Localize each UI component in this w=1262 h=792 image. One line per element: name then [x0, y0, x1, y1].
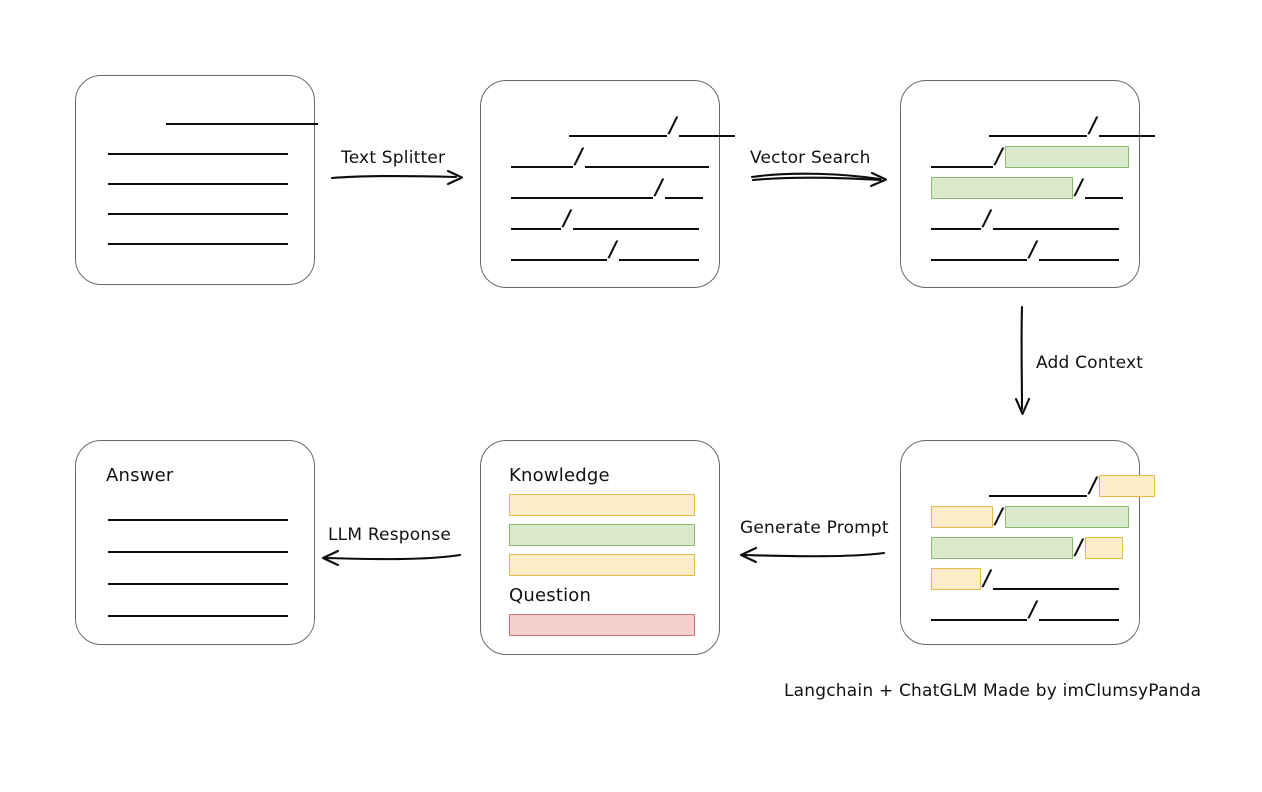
chunk-segment	[1038, 259, 1119, 261]
chunk-segment	[664, 197, 703, 199]
prompt-bar-green[interactable]	[509, 524, 695, 546]
chunk-separator-slash: /	[983, 204, 991, 230]
chunk-segment	[931, 259, 1027, 261]
prompt-bar-yellow[interactable]	[509, 554, 695, 576]
llm-response-label: LLM Response	[328, 525, 452, 545]
chunk-segment-highlight-green[interactable]	[1004, 506, 1129, 528]
chunk-segment	[1084, 197, 1123, 199]
chunk-separator-slash: /	[669, 111, 677, 137]
text-line	[166, 123, 318, 125]
chunk-segment	[989, 495, 1087, 497]
chunk-row: /	[569, 113, 735, 139]
chunk-segment-highlight-yellow[interactable]	[931, 506, 993, 528]
chunk-row: /	[931, 237, 1119, 263]
answer-title: Answer	[106, 465, 174, 486]
chunk-segment	[511, 197, 653, 199]
chunk-segment-highlight-yellow[interactable]	[931, 568, 981, 590]
chunk-segment	[931, 166, 993, 168]
chunk-segment	[989, 135, 1087, 137]
generate-prompt-arrow	[739, 546, 886, 564]
chunk-separator-slash: /	[1089, 471, 1097, 497]
chunk-segment	[1098, 135, 1155, 137]
text-line	[108, 243, 288, 245]
chunk-segment	[572, 228, 699, 230]
chunk-row: /	[511, 144, 709, 170]
chunk-segment	[511, 259, 607, 261]
add-context-label: Add Context	[1036, 353, 1144, 373]
chunk-row: /	[931, 206, 1119, 232]
chunk-separator-slash: /	[1075, 533, 1083, 559]
chunk-separator-slash: /	[1029, 235, 1037, 261]
prompt-bar-red[interactable]	[509, 614, 695, 636]
vector-search-arrow	[750, 171, 888, 188]
chunk-segment	[931, 228, 981, 230]
chunk-row: /	[511, 237, 699, 263]
source-document-box[interactable]	[75, 75, 318, 285]
chunk-segment	[569, 135, 667, 137]
chunk-separator-slash: /	[655, 173, 663, 199]
chunk-row: /	[931, 566, 1119, 592]
chunk-separator-slash: /	[995, 502, 1003, 528]
chunk-separator-slash: /	[609, 235, 617, 261]
chunk-separator-slash: /	[1075, 173, 1083, 199]
text-line	[108, 583, 288, 585]
chunk-row: /	[989, 113, 1155, 139]
vector-matches-box[interactable]: / / / / /	[900, 80, 1155, 288]
prompt-bar-yellow[interactable]	[509, 494, 695, 516]
vector-search-label: Vector Search	[750, 148, 871, 168]
chunk-row: /	[511, 206, 699, 232]
chunk-segment	[931, 619, 1027, 621]
chunk-separator-slash: /	[1029, 595, 1037, 621]
chunk-segment	[511, 228, 561, 230]
text-line	[108, 519, 288, 521]
text-line	[108, 615, 288, 617]
text-line	[108, 213, 288, 215]
context-added-box[interactable]: / / / / /	[900, 440, 1155, 645]
question-title: Question	[509, 585, 592, 606]
chunk-segment-highlight-green[interactable]	[931, 177, 1073, 199]
chunk-separator-slash: /	[563, 204, 571, 230]
chunk-separator-slash: /	[983, 564, 991, 590]
knowledge-title: Knowledge	[509, 465, 610, 486]
chunk-segment	[992, 228, 1119, 230]
split-chunks-box[interactable]: / / / / /	[480, 80, 735, 288]
chunk-segment	[584, 166, 709, 168]
chunk-row: /	[511, 175, 703, 201]
chunk-separator-slash: /	[575, 142, 583, 168]
text-splitter-label: Text Splitter	[341, 148, 446, 168]
chunk-segment	[1038, 619, 1119, 621]
text-splitter-arrow	[330, 169, 464, 186]
answer-box[interactable]: Answer	[75, 440, 315, 645]
chunk-segment-highlight-yellow[interactable]	[1098, 475, 1155, 497]
chunk-segment-highlight-yellow[interactable]	[1084, 537, 1123, 559]
prompt-box[interactable]: Knowledge Question	[480, 440, 720, 655]
chunk-segment	[678, 135, 735, 137]
chunk-row: /	[931, 175, 1123, 201]
text-line	[108, 183, 288, 185]
diagram-caption: Langchain + ChatGLM Made by imClumsyPand…	[784, 681, 1202, 701]
chunk-segment-highlight-green[interactable]	[931, 537, 1073, 559]
llm-response-arrow	[321, 549, 462, 567]
chunk-row: /	[989, 473, 1155, 499]
chunk-row: /	[931, 144, 1129, 170]
text-line	[108, 551, 288, 553]
chunk-separator-slash: /	[1089, 111, 1097, 137]
chunk-separator-slash: /	[995, 142, 1003, 168]
generate-prompt-label: Generate Prompt	[740, 518, 889, 538]
chunk-segment	[511, 166, 573, 168]
chunk-row: /	[931, 535, 1123, 561]
chunk-row: /	[931, 597, 1119, 623]
add-context-arrow	[1014, 305, 1031, 416]
chunk-segment-highlight-green[interactable]	[1004, 146, 1129, 168]
text-line	[108, 153, 288, 155]
chunk-row: /	[931, 504, 1129, 530]
chunk-segment	[618, 259, 699, 261]
chunk-segment	[992, 588, 1119, 590]
